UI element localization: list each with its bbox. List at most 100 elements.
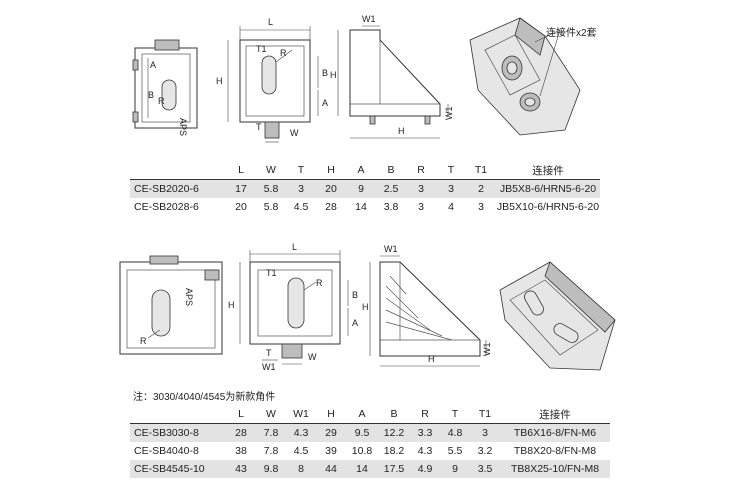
header-h: H [327,164,335,176]
table-cell: 7.8 [263,445,279,457]
table-cell: 3 [418,183,424,195]
table-cell: 4 [448,201,454,213]
table-cell: TB8X25-10/FN-M8 [510,463,600,475]
table-cell: 9 [452,463,458,475]
table-cell: 3 [478,201,484,213]
bottom-side-w1: W1 [384,244,398,254]
table-cell: 29 [325,427,337,439]
bottom-dim-w1: W1 [262,362,276,372]
header-model [130,405,226,424]
table-cell: 4.9 [417,463,433,475]
table-cell: 4.3 [417,445,433,457]
top-side-h: H [330,70,337,80]
table-cell: 5.8 [263,201,279,213]
bottom-side-h: H [362,302,369,312]
table-cell: 12.2 [383,427,405,439]
bottom-dim-b: B [352,290,358,300]
header-a: A [358,408,366,420]
header-t: T [297,164,305,176]
table-cell: 3 [418,201,424,213]
new-part-note: 注：3030/4040/4545为新款角件 [133,392,276,403]
table-cell: 17.5 [383,463,405,475]
table-cell: 44 [325,463,337,475]
table-header-row: L W W1 H A B R T T1 连接件 [130,405,610,424]
table-cell: CE-SB4545-10 [134,463,205,475]
table-cell: 18.2 [383,445,405,457]
header-connector: 连接件 [532,164,564,177]
bottom-front-r: R [140,336,147,346]
top-front-view: A B R APS [132,39,198,136]
bottom-side-view: W1 H H W1 [362,244,492,367]
header-a: A [357,164,365,176]
table-cell: 10.8 [351,445,373,457]
table-cell: 28 [235,427,247,439]
top-dim-b: B [322,68,328,78]
table-cell: 28 [325,201,337,213]
header-r: R [417,164,425,176]
bottom-dim-h: H [228,300,235,310]
table-row: CE-SB4040-8 38 7.8 4.5 39 10.8 18.2 4.3 … [130,442,610,460]
bottom-dim-view: L T1 R H B A T W W1 [228,242,358,372]
header-connector: 连接件 [539,408,571,421]
table-cell: 3.3 [417,427,433,439]
table-cell: 8 [298,463,304,475]
header-w: W [266,408,276,420]
top-dim-t: T [256,122,262,132]
bottom-front-stamp: APS [184,288,194,306]
table-cell: JB5X10-6/HRN5-6-20 [496,201,600,213]
header-l: L [238,408,244,420]
top-front-dim-b: B [148,90,154,100]
table-cell: 38 [235,445,247,457]
table-cell: JB5X8-6/HRN5-6-20 [499,183,597,195]
header-b: B [390,408,398,420]
top-spec-table: L W T H A B R T T1 连接件 CE-SB2020-6 17 5.… [130,161,600,216]
table-cell: 20 [325,183,337,195]
table-cell: 9.8 [263,463,279,475]
top-iso-view [469,17,581,136]
table-cell: 4.5 [293,445,309,457]
table-cell: 2 [478,183,484,195]
header-t: T [451,408,459,420]
header-h: H [327,408,335,420]
bottom-side-h-base: H [428,354,435,364]
header-b: B [387,164,395,176]
table-row: CE-SB2028-6 20 5.8 4.5 28 14 3.8 3 4 3 J… [130,198,600,216]
bottom-iso-view [499,261,616,371]
table-cell: CE-SB2028-6 [134,201,199,213]
top-side-w1-right: W1 [444,107,454,121]
table-cell: 3.2 [477,445,493,457]
table-cell: 2.5 [383,183,399,195]
top-side-h-base: H [398,126,405,136]
table-cell: CE-SB4040-8 [134,445,199,457]
table-cell: 5.8 [263,183,279,195]
top-front-stamp: APS [178,118,188,136]
header-t2: T [447,164,455,176]
bottom-dim-r: R [316,278,323,288]
top-dim-t1: T1 [256,44,267,54]
table-cell: TB6X16-8/FN-M6 [513,427,597,439]
table-cell: 17 [235,183,247,195]
table-cell: 3 [298,183,304,195]
top-side-view: W1 H H W1 [330,14,454,139]
top-dim-view: L T1 R H B A T W [216,17,328,143]
table-cell: 14 [355,201,367,213]
table-cell: 20 [235,201,247,213]
bottom-dim-a: A [352,318,358,328]
table-cell: CE-SB3030-8 [134,427,199,439]
iso-label: 连接件x2套 [546,28,597,39]
table-row: CE-SB2020-6 17 5.8 3 20 9 2.5 3 3 2 JB5X… [130,179,600,198]
top-side-w1: W1 [362,14,376,24]
table-cell: 14 [356,463,368,475]
table-cell: 5.5 [447,445,463,457]
table-cell: 43 [235,463,247,475]
table-cell: 3.5 [477,463,493,475]
table-row: CE-SB4545-10 43 9.8 8 44 14 17.5 4.9 9 3… [130,460,610,478]
header-t1: T1 [474,164,488,176]
bottom-front-view: APS R [119,255,223,355]
top-dim-l: L [268,17,273,27]
bottom-dim-t1: T1 [266,268,277,278]
top-dim-h: H [216,76,223,86]
table-row: CE-SB3030-8 28 7.8 4.3 29 9.5 12.2 3.3 4… [130,423,610,442]
top-dim-r: R [280,48,287,58]
